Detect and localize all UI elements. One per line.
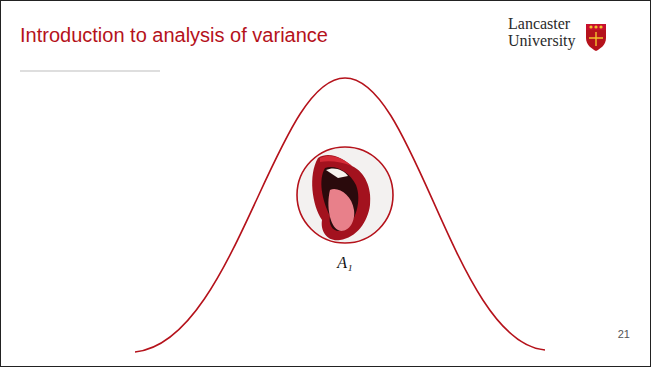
slide-title: Introduction to analysis of variance [20,24,328,47]
university-crest [586,24,606,51]
group-label: A₁ [330,254,360,272]
title-rule [20,71,160,72]
page-number: 21 [600,328,630,340]
mouth-photo [297,147,393,243]
university-logo-text: Lancaster University [508,15,584,49]
normal-curve [135,78,545,352]
